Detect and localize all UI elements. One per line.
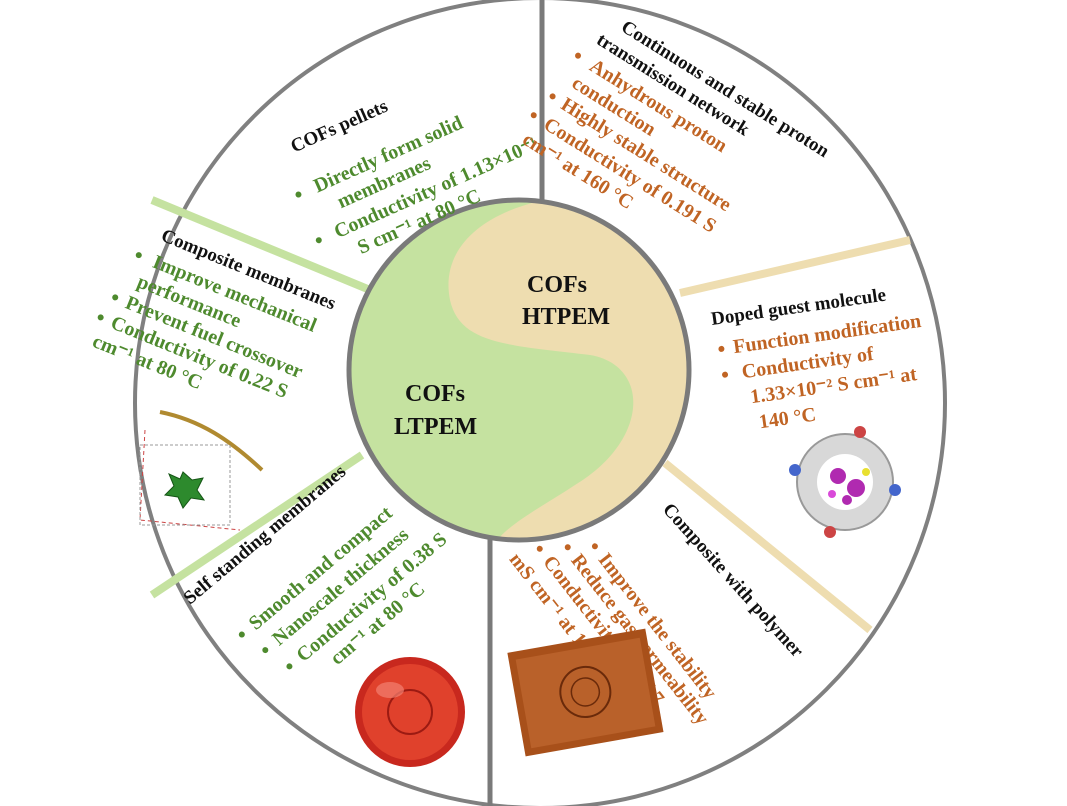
doped-bullet-2: [722, 371, 729, 378]
composite-bullet-1: [135, 252, 142, 259]
selfstanding-bullet-2: [262, 647, 269, 654]
composite-molecule-figure: [139, 410, 264, 531]
guest-molecule-icon-1: [830, 468, 846, 484]
pellets-bullet-2: [315, 237, 322, 244]
htpem-line1: COFs: [527, 272, 587, 298]
guest-molecule-icon-4: [828, 490, 836, 498]
node-icon-4: [824, 526, 836, 538]
highlight-icon: [376, 682, 404, 698]
center-htpem-area: [448, 201, 690, 541]
node-icon-2: [889, 484, 901, 496]
polymer-seal-icon: [559, 665, 612, 718]
polymer-chain-icon: [159, 410, 264, 472]
doped-molecule-figure: [789, 426, 901, 538]
red-membrane-inner: [362, 664, 458, 760]
node-icon-1: [789, 464, 801, 476]
spoke-lower-right: [662, 459, 873, 634]
continuous-bullet-3: [530, 112, 537, 119]
continuous-bullet-2: [549, 93, 556, 100]
composite-bullet-2: [112, 294, 119, 301]
pellets-bullet-1: [295, 191, 302, 198]
university-seal-icon: [387, 689, 433, 735]
selfstanding-bullet-3: [286, 663, 293, 670]
brown-membrane-inner: [515, 637, 656, 749]
polymer-seal-inner-icon: [570, 677, 601, 707]
ltpem-line2: LTPEM: [394, 414, 477, 440]
spoke-upper-right: [679, 236, 911, 297]
guest-cluster-icon: [163, 471, 206, 509]
composite-bullet-3: [97, 314, 104, 321]
center-outline: [346, 197, 692, 543]
continuous-bullet-1: [575, 52, 582, 59]
guest-molecule-icon-5: [862, 468, 870, 476]
guest-molecule-icon-3: [842, 495, 852, 505]
ltpem-line1: COFs: [405, 381, 465, 407]
doped-bullet-1: [718, 345, 725, 352]
polymer-bullet-3: [536, 545, 543, 552]
spoke-lower-left: [149, 451, 365, 599]
polymer-membrane-photo: [507, 628, 664, 757]
htpem-line2: HTPEM: [522, 304, 610, 330]
spoke-upper-left: [150, 196, 372, 294]
proton-path-icon: [139, 429, 241, 531]
polymer-bullet-1: [591, 543, 598, 550]
node-icon-3: [854, 426, 866, 438]
framework-icon: [139, 444, 231, 526]
selfstanding-membrane-photo: [355, 657, 465, 767]
selfstanding-bullet-1: [238, 631, 245, 638]
guest-molecule-icon-2: [847, 479, 865, 497]
polymer-bullet-2: [564, 544, 571, 551]
